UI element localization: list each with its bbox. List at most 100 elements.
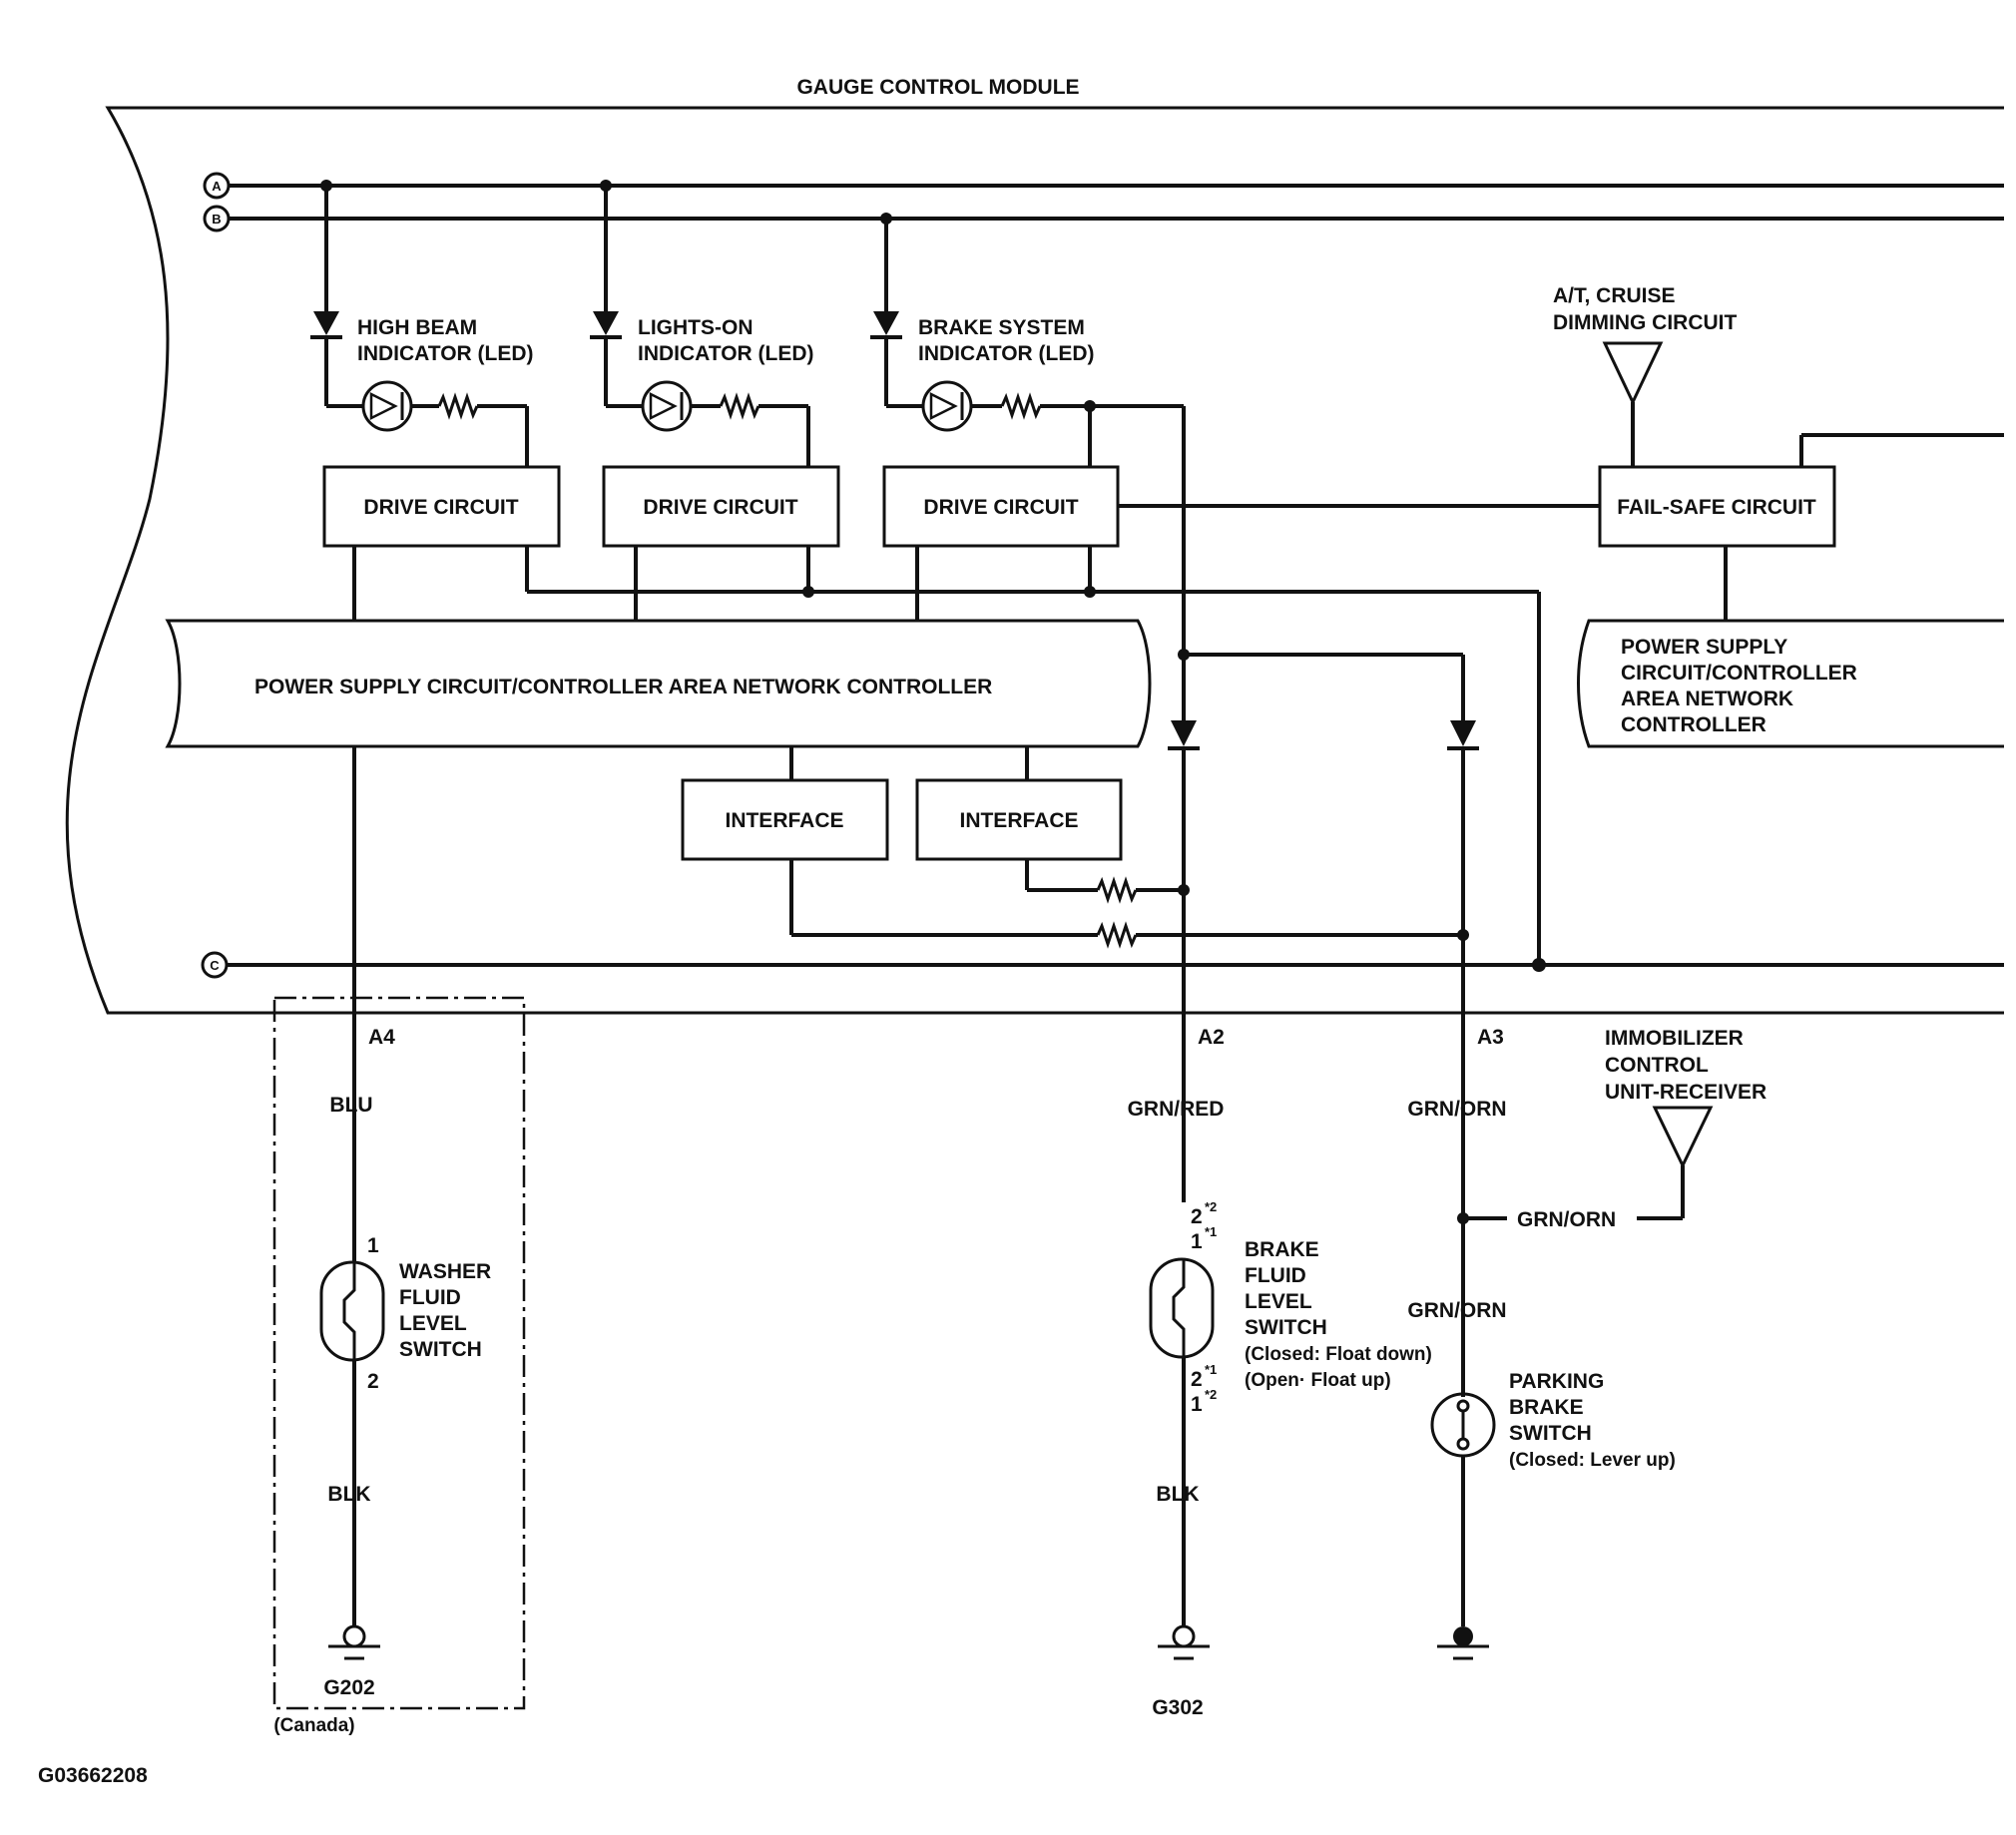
bus-c-label: C (210, 958, 220, 973)
at-cruise-label-1: A/T, CRUISE (1553, 284, 1676, 307)
led-icon (361, 380, 413, 432)
antenna-icon (1602, 341, 1664, 406)
immobilizer-2: CONTROL (1605, 1054, 1709, 1077)
drive-circuit-1: DRIVE CIRCUIT (322, 465, 561, 548)
power-supply-right-2: CIRCUIT/CONTROLLER (1621, 662, 1857, 685)
power-supply-right-4: CONTROLLER (1621, 713, 1766, 736)
parking-brake-line: A3 GRN/ORN GRN/ORN IMMOBILIZER CONTROL U… (1407, 655, 1766, 1397)
terminal-a4: A4 (368, 1026, 395, 1049)
interface-1: INTERFACE (681, 746, 1463, 946)
washer-label-2: FLUID (399, 1286, 461, 1309)
brake-fluid-line: A2 GRN/RED (1128, 406, 1463, 1202)
brake-fluid-switch: 2 *2 1 *1 2 *1 1 *2 BRAKE FLUID LEVEL SW… (1149, 1199, 1432, 1719)
bf-pin-top-2-note: *1 (1205, 1224, 1217, 1239)
brake-system-branch: BRAKE SYSTEM INDICATOR (LED) (870, 213, 1184, 467)
drive-circuit-1-label: DRIVE CIRCUIT (363, 496, 518, 519)
washer-label-3: LEVEL (399, 1312, 467, 1335)
washer-label-4: SWITCH (399, 1338, 482, 1361)
bf-pin-top-2: 1 (1191, 1230, 1203, 1253)
high-beam-branch: HIGH BEAM INDICATOR (LED) (310, 180, 534, 467)
led-icon (921, 380, 973, 432)
interface-2-label: INTERFACE (959, 809, 1078, 832)
diode-icon (873, 311, 899, 335)
diode-icon (1171, 720, 1197, 746)
lights-on-label-1: LIGHTS-ON (638, 316, 754, 339)
terminal-a2: A2 (1198, 1026, 1225, 1049)
parking-brake-3: SWITCH (1509, 1422, 1592, 1445)
ground-canada: (Canada) (273, 1715, 354, 1736)
immobilizer-1: IMMOBILIZER (1605, 1027, 1744, 1050)
power-supply-right: POWER SUPPLY CIRCUIT/CONTROLLER AREA NET… (1577, 619, 2004, 748)
power-supply-main: POWER SUPPLY CIRCUIT/CONTROLLER AREA NET… (165, 619, 1152, 748)
bf-label-2: FLUID (1245, 1264, 1306, 1287)
bf-pin-top-1-note: *2 (1205, 1199, 1217, 1214)
gauge-control-module-outline (65, 106, 2004, 1015)
high-beam-label-1: HIGH BEAM (357, 316, 477, 339)
bus-b: B (203, 205, 2004, 232)
bf-label-1: BRAKE (1245, 1238, 1319, 1261)
wire-grn-orn-1: GRN/ORN (1407, 1098, 1506, 1121)
ground-g202: G202 (323, 1676, 374, 1699)
antenna-icon (1652, 1106, 1714, 1169)
power-supply-right-1: POWER SUPPLY (1621, 636, 1787, 659)
wire-blk-brake: BLK (1156, 1483, 1199, 1506)
diode-icon (593, 311, 619, 335)
washer-label-1: WASHER (399, 1260, 491, 1283)
figure-id: G03662208 (38, 1764, 148, 1787)
lights-on-branch: LIGHTS-ON INDICATOR (LED) (590, 180, 814, 467)
switch-icon (1149, 1257, 1215, 1359)
bf-label-5: (Closed: Float down) (1245, 1344, 1432, 1365)
washer-pin-1: 1 (367, 1234, 379, 1257)
wire-blk-washer: BLK (327, 1483, 370, 1506)
fail-safe-circuit: FAIL-SAFE CIRCUIT (1598, 433, 2004, 621)
bus-a: A (203, 172, 2004, 200)
terminal-a3: A3 (1477, 1026, 1504, 1049)
bus-c: C (201, 951, 2004, 979)
lights-on-label-2: INDICATOR (LED) (638, 342, 814, 365)
ground-g302: G302 (1152, 1696, 1203, 1719)
bus-a-label: A (212, 179, 222, 194)
parking-brake-switch: PARKING BRAKE SWITCH (Closed: Lever up) (1430, 1370, 1676, 1660)
drive-circuit-2-label: DRIVE CIRCUIT (643, 496, 797, 519)
ground-icon (1437, 1626, 1489, 1660)
bf-pin-bottom-2: 1 (1191, 1393, 1203, 1416)
interface-1-label: INTERFACE (725, 809, 843, 832)
bf-pin-bottom-1-note: *1 (1205, 1362, 1217, 1377)
bf-pin-bottom-1: 2 (1191, 1368, 1203, 1391)
switch-icon (319, 1260, 385, 1362)
fail-safe-label: FAIL-SAFE CIRCUIT (1617, 496, 1816, 519)
bus-b-label: B (212, 212, 221, 227)
bf-pin-bottom-2-note: *2 (1205, 1387, 1217, 1402)
module-title: GAUGE CONTROL MODULE (796, 76, 1079, 99)
drive-output-wiring (352, 504, 1600, 972)
diode-icon (1450, 720, 1476, 746)
diode-icon (313, 311, 339, 335)
parking-brake-4: (Closed: Lever up) (1509, 1450, 1676, 1471)
bf-label-4: SWITCH (1245, 1316, 1327, 1339)
bf-pin-top-1: 2 (1191, 1205, 1203, 1228)
parking-brake-1: PARKING (1509, 1370, 1604, 1393)
drive-circuit-2: DRIVE CIRCUIT (602, 465, 840, 548)
ground-icon (1158, 1624, 1210, 1660)
drive-circuit-3: DRIVE CIRCUIT (882, 465, 1120, 548)
wire-grn-red: GRN/RED (1128, 1098, 1225, 1121)
canada-option-boundary (272, 996, 526, 1710)
resistor-icon (437, 395, 479, 417)
drive-circuit-3-label: DRIVE CIRCUIT (923, 496, 1078, 519)
high-beam-label-2: INDICATOR (LED) (357, 342, 534, 365)
brake-system-label-2: INDICATOR (LED) (918, 342, 1095, 365)
brake-system-label-1: BRAKE SYSTEM (918, 316, 1085, 339)
parking-brake-2: BRAKE (1509, 1396, 1584, 1419)
resistor-icon (1096, 879, 1138, 901)
immobilizer-3: UNIT-RECEIVER (1605, 1081, 1766, 1104)
bf-label-6: (Open· Float up) (1245, 1370, 1391, 1391)
washer-fluid-line: A4 BLU 1 2 WASHER FLUID LEVEL SWITCH BLK… (273, 746, 491, 1736)
washer-pin-2: 2 (367, 1370, 379, 1393)
resistor-icon (719, 395, 760, 417)
wire-grn-orn-3: GRN/ORN (1407, 1299, 1506, 1322)
ground-icon (328, 1624, 380, 1660)
wire-grn-orn-2: GRN/ORN (1517, 1208, 1616, 1231)
resistor-icon (1000, 395, 1042, 417)
at-cruise-label-2: DIMMING CIRCUIT (1553, 311, 1737, 334)
